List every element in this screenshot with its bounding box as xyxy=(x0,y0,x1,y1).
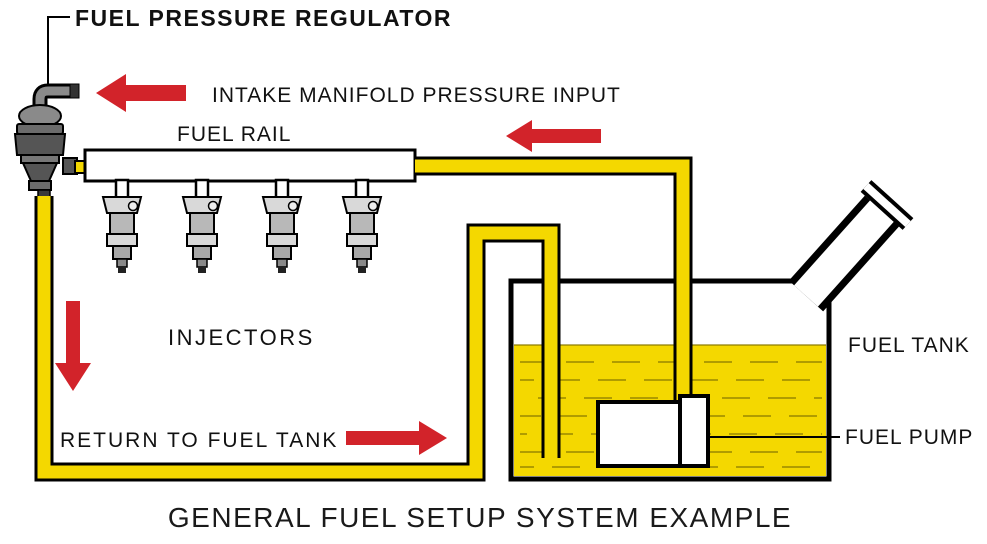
filler-neck-inner xyxy=(794,200,894,307)
filler-neck xyxy=(788,180,914,312)
injector-2 xyxy=(181,178,223,275)
fuel-rail xyxy=(83,148,417,183)
return-pipe-fuel xyxy=(37,196,558,479)
label-injectors: INJECTORS xyxy=(168,325,315,350)
regulator-elbow xyxy=(35,86,72,116)
flow-arrow-intake xyxy=(96,74,186,112)
regulator-nipple-top xyxy=(69,83,80,99)
flow-arrow-return-right xyxy=(346,421,447,455)
callout-line xyxy=(47,16,70,88)
label-fuel-pump: FUEL PUMP xyxy=(845,426,973,449)
injector-3 xyxy=(261,178,303,275)
pump-outlet-body xyxy=(678,394,710,468)
fuel-pump xyxy=(596,394,840,468)
injectors-group xyxy=(101,178,383,275)
regulator-nut xyxy=(28,180,52,191)
flow-arrow-return-down xyxy=(55,301,91,391)
label-intake-manifold: INTAKE MANIFOLD PRESSURE INPUT xyxy=(212,84,621,107)
return-pipe xyxy=(34,196,561,482)
injector-4 xyxy=(341,178,383,275)
regulator-body xyxy=(13,133,67,156)
flow-arrow-supply xyxy=(506,120,601,152)
fuel-tank xyxy=(508,278,832,482)
label-fuel-tank: FUEL TANK xyxy=(848,334,970,357)
pump-body xyxy=(596,400,682,468)
label-return-to-fuel-tank: RETURN TO FUEL TANK xyxy=(60,429,338,452)
filler-cap-inner xyxy=(863,183,911,227)
fuel-pressure-regulator xyxy=(13,83,89,200)
supply-pipe-fuel xyxy=(415,159,690,404)
label-fuel-rail: FUEL RAIL xyxy=(177,123,291,146)
supply-pipe xyxy=(415,156,693,404)
regulator-taper xyxy=(21,162,59,182)
regulator-callout: FUEL PRESSURE REGULATOR xyxy=(47,5,452,88)
label-fuel-pressure-regulator: FUEL PRESSURE REGULATOR xyxy=(75,5,452,31)
regulator-flange xyxy=(16,123,64,135)
regulator-ring xyxy=(20,154,60,164)
diagram-caption: GENERAL FUEL SETUP SYSTEM EXAMPLE xyxy=(168,502,792,533)
injector-1 xyxy=(101,178,143,275)
